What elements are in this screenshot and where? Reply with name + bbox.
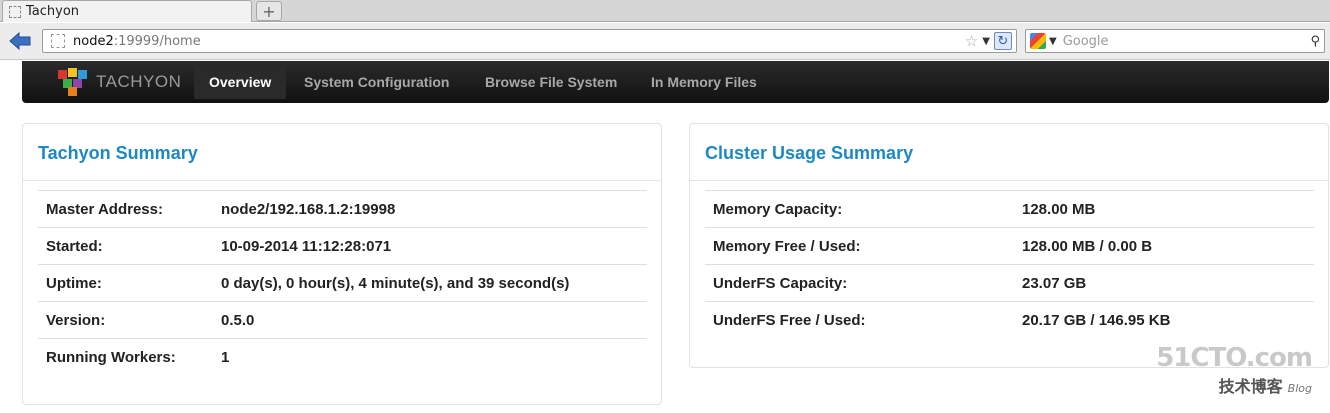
site-identity-icon [51,34,65,48]
table-row: Version: 0.5.0 [38,301,647,339]
tachyon-summary-table: Master Address: node2/192.168.1.2:19998 … [38,190,647,376]
binoculars-icon[interactable]: ⚲ [1310,33,1320,49]
tachyon-summary-panel: Tachyon Summary Master Address: node2/19… [22,123,662,405]
app-navbar: TACHYON Overview System Configuration Br… [22,61,1329,103]
table-row: Memory Free / Used: 128.00 MB / 0.00 B [705,227,1314,265]
table-row: UnderFS Capacity: 23.07 GB [705,264,1314,302]
tachyon-logo[interactable]: TACHYON [58,68,181,96]
site-watermark: 51CTO.com 技术博客 Blog [1156,343,1313,397]
search-engine-dropdown-icon[interactable]: ▼ [1049,35,1057,47]
row-label: Version: [38,301,213,339]
back-arrow-icon[interactable] [8,31,32,51]
bookmark-star-icon[interactable]: ☆ [964,32,979,50]
page-favicon-icon [9,5,21,18]
search-placeholder: Google [1062,33,1109,49]
row-value: 0 day(s), 0 hour(s), 4 minute(s), and 39… [213,264,647,302]
logo-text: TACHYON [96,72,182,91]
browser-tab[interactable]: Tachyon [2,0,252,22]
tab-title: Tachyon [26,4,80,19]
browser-tabstrip: Tachyon + [0,0,1330,22]
row-label: Memory Capacity: [705,190,1014,228]
table-row: UnderFS Free / Used: 20.17 GB / 146.95 K… [705,301,1314,339]
search-bar[interactable]: ▼ Google ⚲ [1025,29,1325,53]
plus-icon: + [262,1,276,21]
row-value: 0.5.0 [213,301,647,339]
panel-title: Cluster Usage Summary [705,143,914,163]
table-row: Master Address: node2/192.168.1.2:19998 [38,190,647,228]
row-value: 20.17 GB / 146.95 KB [1014,301,1314,339]
divider [690,180,1328,181]
row-label: Running Workers: [38,338,213,376]
cluster-usage-summary-panel: Cluster Usage Summary Memory Capacity: 1… [689,123,1329,368]
row-label: Memory Free / Used: [705,227,1014,265]
panel-title: Tachyon Summary [38,143,198,163]
row-label: Master Address: [38,190,213,228]
reload-icon[interactable]: ↻ [994,32,1012,50]
table-row: Running Workers: 1 [38,338,647,376]
table-row: Memory Capacity: 128.00 MB [705,190,1314,228]
url-path: :19999/home [113,33,201,49]
divider [23,180,661,181]
row-value: 10-09-2014 11:12:28:071 [213,227,647,265]
table-row: Started: 10-09-2014 11:12:28:071 [38,227,647,265]
logo-cubes-icon [58,68,90,96]
nav-system-configuration[interactable]: System Configuration [304,74,450,90]
url-dropdown-icon[interactable]: ▼ [982,35,990,47]
row-value: 1 [213,338,647,376]
url-host: node2 [73,33,114,49]
row-value: 128.00 MB [1014,190,1314,228]
watermark-blog: Blog [1287,382,1312,395]
watermark-site: 51CTO.com [1156,343,1313,373]
row-label: UnderFS Free / Used: [705,301,1014,339]
table-row: Uptime: 0 day(s), 0 hour(s), 4 minute(s)… [38,264,647,302]
row-value: node2/192.168.1.2:19998 [213,190,647,228]
nav-in-memory-files[interactable]: In Memory Files [651,74,757,90]
row-value: 23.07 GB [1014,264,1314,302]
nav-browse-file-system[interactable]: Browse File System [485,74,618,90]
nav-overview[interactable]: Overview [194,65,287,99]
browser-toolbar: node2 :19999/home ☆ ▼ ↻ ▼ Google ⚲ [0,23,1330,60]
cluster-usage-table: Memory Capacity: 128.00 MB Memory Free /… [705,190,1314,339]
new-tab-button[interactable]: + [256,1,282,21]
row-value: 128.00 MB / 0.00 B [1014,227,1314,265]
row-label: Uptime: [38,264,213,302]
url-bar[interactable]: node2 :19999/home ☆ ▼ ↻ [42,29,1017,53]
google-engine-icon[interactable] [1030,33,1046,49]
row-label: UnderFS Capacity: [705,264,1014,302]
row-label: Started: [38,227,213,265]
watermark-sub: 技术博客 [1218,377,1283,396]
